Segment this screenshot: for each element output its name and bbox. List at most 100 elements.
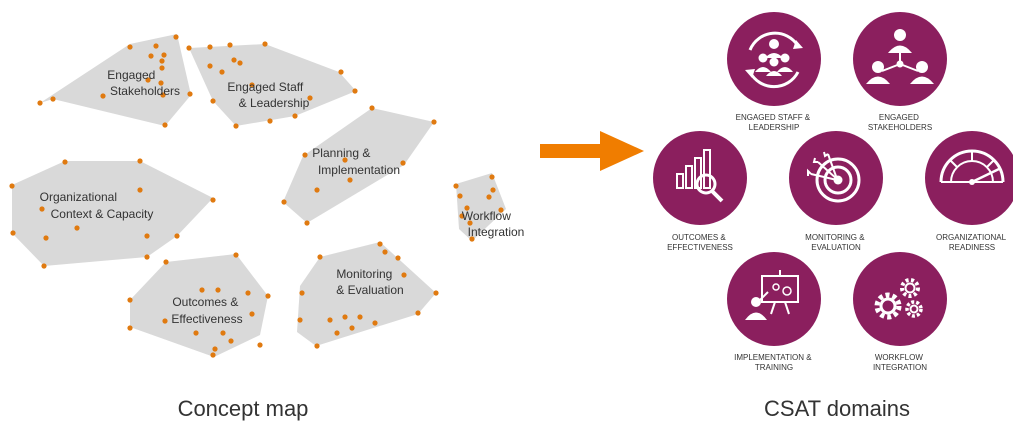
statement-dot xyxy=(228,338,234,344)
domain-label: ORGANIZATIONAL READINESS xyxy=(936,233,1008,252)
statement-dot xyxy=(145,77,151,83)
statement-dot xyxy=(347,177,353,183)
statement-dot xyxy=(314,187,320,193)
statement-dot xyxy=(193,330,199,336)
gears-icon xyxy=(874,278,923,320)
csat-domains-caption: CSAT domains xyxy=(764,396,910,421)
statement-dot xyxy=(467,220,473,226)
cluster-label: Engaged Stakeholders xyxy=(107,68,180,98)
domain-engaged-stakeholders: ENGAGED STAKEHOLDERS xyxy=(853,12,947,132)
statement-dot xyxy=(498,207,504,213)
domain-circle xyxy=(925,131,1013,225)
statement-dot xyxy=(62,159,68,165)
cluster-label: Monitoring & Evaluation xyxy=(336,267,403,297)
statement-dot xyxy=(245,290,251,296)
statement-dot xyxy=(231,57,237,63)
statement-dot xyxy=(159,65,165,71)
concept-map-caption: Concept map xyxy=(178,396,309,421)
statement-dot xyxy=(158,80,164,86)
domain-label: ENGAGED STAFF & LEADERSHIP xyxy=(736,113,813,132)
statement-dot xyxy=(74,225,80,231)
domain-label: ENGAGED STAKEHOLDERS xyxy=(868,113,932,132)
statement-dot xyxy=(486,194,492,200)
bar-chart-magnifier-icon xyxy=(676,149,724,203)
domain-implementation-training: IMPLEMENTATION & TRAINING xyxy=(727,252,821,372)
statement-dot xyxy=(464,205,470,211)
cluster-engaged-staff-leadership: Engaged Staff & Leadership xyxy=(186,41,358,129)
statement-dot xyxy=(327,317,333,323)
cluster-label: Planning & Implementation xyxy=(312,146,400,177)
domain-monitoring-evaluation: MONITORING & EVALUATION xyxy=(789,131,883,252)
statement-dot xyxy=(342,314,348,320)
statement-dot xyxy=(233,252,239,258)
statement-dot xyxy=(372,320,378,326)
presentation-icon xyxy=(745,270,799,320)
statement-dot xyxy=(314,343,320,349)
statement-dot xyxy=(220,330,226,336)
statement-dot xyxy=(210,197,216,203)
cluster-planning-implementation: Planning & Implementation xyxy=(281,105,437,226)
statement-dot xyxy=(257,342,263,348)
statement-dot xyxy=(377,241,383,247)
domain-label: OUTCOMES & EFFECTIVENESS xyxy=(667,233,733,252)
statement-dot xyxy=(433,290,439,296)
statement-dot xyxy=(127,325,133,331)
domain-label: WORKFLOW INTEGRATION xyxy=(873,353,927,372)
statement-dot xyxy=(215,287,221,293)
statement-dot xyxy=(100,93,106,99)
cluster-outcomes-effectiveness: Outcomes & Effectiveness xyxy=(127,252,271,358)
statement-dot xyxy=(159,58,165,64)
cluster-label: Workflow Integration xyxy=(462,209,525,239)
statement-dot xyxy=(210,352,216,358)
statement-dot xyxy=(41,263,47,269)
statement-dot xyxy=(281,199,287,205)
statement-dot xyxy=(50,96,56,102)
gauge-icon xyxy=(939,149,1005,185)
cluster-monitoring-evaluation: Monitoring & Evaluation xyxy=(297,241,439,349)
csat-domains: ENGAGED STAFF & LEADERSHIP ENGAGED xyxy=(653,12,1013,421)
statement-dot xyxy=(292,113,298,119)
statement-dot xyxy=(144,233,150,239)
statement-dot xyxy=(227,42,233,48)
statement-dot xyxy=(349,325,355,331)
statement-dot xyxy=(382,249,388,255)
cluster-label: Organizational Context & Capacity xyxy=(40,190,154,221)
transition-arrow xyxy=(540,131,644,171)
statement-dot xyxy=(161,52,167,58)
statement-dot xyxy=(334,330,340,336)
statement-dot xyxy=(352,88,358,94)
statement-dot xyxy=(37,100,43,106)
domain-label: IMPLEMENTATION & TRAINING xyxy=(734,353,814,372)
cluster-region xyxy=(130,254,268,357)
statement-dot xyxy=(207,63,213,69)
statement-dot xyxy=(160,92,166,98)
cluster-region xyxy=(12,161,213,266)
concept-map: Engaged Stakeholders Engaged Staff & Lea… xyxy=(9,34,524,421)
statement-dot xyxy=(162,122,168,128)
statement-dot xyxy=(174,233,180,239)
cluster-label: Engaged Staff & Leadership xyxy=(227,80,309,110)
cluster-label: Outcomes & Effectiveness xyxy=(171,295,242,326)
statement-dot xyxy=(302,152,308,158)
statement-dot xyxy=(317,254,323,260)
statement-dot xyxy=(489,174,495,180)
statement-dot xyxy=(262,41,268,47)
statement-dot xyxy=(265,293,271,299)
statement-dot xyxy=(249,82,255,88)
cluster-organizational-context: Organizational Context & Capacity xyxy=(9,158,216,269)
domain-organizational-readiness: ORGANIZATIONAL READINESS xyxy=(925,131,1013,252)
statement-dot xyxy=(212,346,218,352)
statement-dot xyxy=(162,318,168,324)
statement-dot xyxy=(307,95,313,101)
statement-dot xyxy=(400,160,406,166)
domain-circle xyxy=(727,252,821,346)
statement-dot xyxy=(153,43,159,49)
statement-dot xyxy=(127,297,133,303)
domain-engaged-staff-leadership: ENGAGED STAFF & LEADERSHIP xyxy=(727,12,821,132)
domain-outcomes-effectiveness: OUTCOMES & EFFECTIVENESS xyxy=(653,131,747,252)
domain-label: MONITORING & EVALUATION xyxy=(805,233,867,252)
statement-dot xyxy=(9,183,15,189)
statement-dot xyxy=(137,158,143,164)
statement-dot xyxy=(459,213,465,219)
